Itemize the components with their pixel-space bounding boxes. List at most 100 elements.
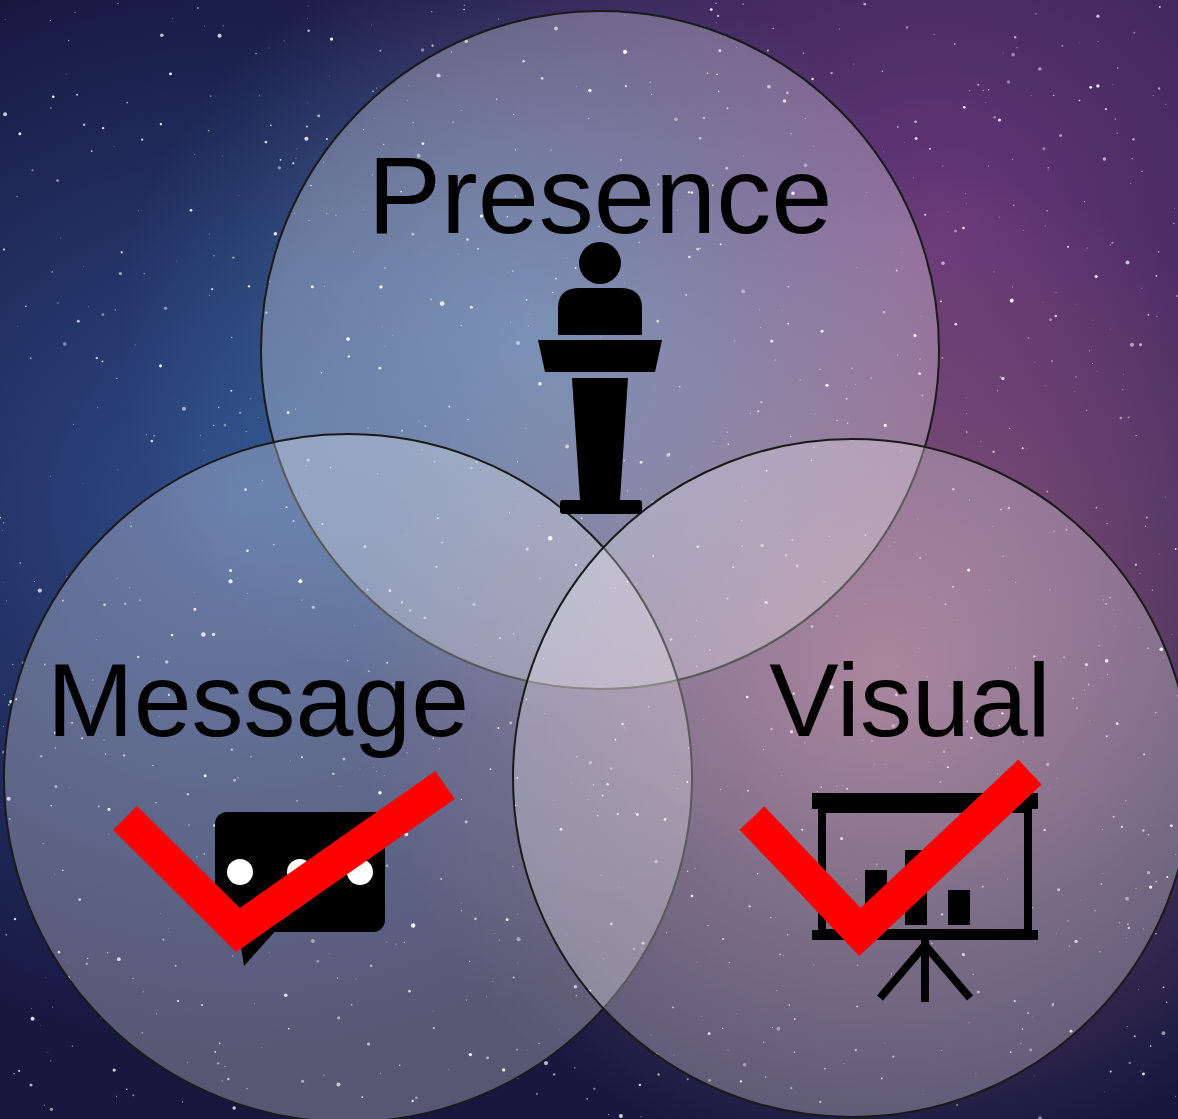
star bbox=[159, 364, 162, 367]
star bbox=[1146, 517, 1148, 519]
star bbox=[1012, 286, 1013, 287]
star bbox=[4, 694, 5, 695]
circle-shape bbox=[513, 439, 1178, 1117]
star bbox=[19, 562, 21, 564]
star bbox=[903, 142, 905, 144]
star bbox=[160, 33, 164, 37]
star bbox=[330, 37, 333, 40]
star bbox=[376, 87, 377, 88]
star bbox=[1084, 201, 1085, 202]
star bbox=[1138, 989, 1139, 990]
star bbox=[132, 1094, 134, 1096]
star bbox=[218, 407, 219, 408]
star bbox=[1044, 225, 1046, 227]
star bbox=[553, 1073, 555, 1075]
star bbox=[270, 124, 272, 126]
star bbox=[268, 47, 270, 49]
star bbox=[1115, 118, 1116, 119]
star bbox=[50, 476, 52, 478]
star bbox=[1111, 242, 1113, 244]
star bbox=[1028, 337, 1030, 339]
star bbox=[176, 260, 178, 262]
star bbox=[717, 15, 719, 17]
star bbox=[52, 271, 53, 272]
star bbox=[112, 1068, 115, 1071]
star bbox=[3, 249, 5, 251]
star bbox=[1136, 435, 1137, 436]
star bbox=[1122, 374, 1124, 376]
star bbox=[619, 1114, 623, 1118]
star bbox=[965, 397, 967, 399]
star bbox=[1174, 208, 1176, 210]
star bbox=[1076, 303, 1078, 305]
star bbox=[77, 320, 80, 323]
star bbox=[1001, 377, 1004, 380]
star bbox=[1013, 205, 1014, 206]
star bbox=[897, 126, 899, 128]
star bbox=[853, 63, 855, 65]
star bbox=[141, 139, 143, 141]
star bbox=[372, 90, 374, 92]
star bbox=[1096, 15, 1099, 18]
star bbox=[1096, 371, 1098, 373]
star bbox=[1105, 108, 1107, 110]
star bbox=[536, 1093, 538, 1095]
star bbox=[379, 85, 381, 87]
star bbox=[1042, 147, 1045, 150]
star bbox=[1134, 1035, 1136, 1037]
star bbox=[934, 34, 935, 35]
star bbox=[232, 1106, 235, 1109]
star bbox=[966, 413, 967, 414]
star bbox=[883, 151, 885, 153]
star bbox=[1007, 80, 1010, 83]
star bbox=[304, 137, 308, 141]
star bbox=[1038, 1116, 1042, 1119]
star bbox=[1047, 169, 1049, 171]
star bbox=[37, 597, 39, 599]
star bbox=[992, 451, 994, 453]
star bbox=[238, 194, 240, 196]
star bbox=[940, 300, 942, 302]
star bbox=[988, 165, 989, 166]
star bbox=[1110, 328, 1112, 330]
star bbox=[1061, 45, 1063, 47]
star bbox=[60, 237, 61, 238]
star bbox=[2, 582, 4, 584]
star bbox=[1034, 1075, 1036, 1077]
star bbox=[544, 1061, 548, 1065]
star bbox=[83, 266, 85, 268]
star bbox=[1175, 548, 1177, 550]
star bbox=[463, 9, 465, 11]
star bbox=[983, 90, 985, 92]
star bbox=[280, 159, 282, 161]
star bbox=[993, 271, 994, 272]
star bbox=[1117, 133, 1118, 134]
star bbox=[18, 1070, 20, 1072]
star bbox=[586, 1098, 588, 1100]
star bbox=[1127, 1026, 1128, 1027]
star bbox=[421, 48, 424, 51]
star bbox=[1155, 275, 1157, 277]
star bbox=[259, 95, 260, 96]
star bbox=[248, 285, 250, 287]
star bbox=[658, 1074, 660, 1076]
star bbox=[1096, 84, 1099, 87]
star bbox=[498, 18, 499, 19]
star bbox=[66, 73, 68, 75]
star bbox=[138, 210, 140, 212]
star bbox=[329, 75, 331, 77]
star bbox=[14, 918, 16, 920]
star bbox=[3, 522, 4, 523]
star bbox=[76, 94, 78, 96]
star bbox=[50, 107, 52, 109]
star bbox=[326, 138, 328, 140]
star bbox=[68, 40, 69, 41]
star bbox=[5, 934, 7, 936]
star bbox=[197, 7, 198, 8]
star bbox=[965, 193, 966, 194]
star bbox=[1074, 391, 1076, 393]
star bbox=[1174, 1095, 1176, 1097]
star bbox=[839, 28, 840, 29]
star bbox=[980, 440, 981, 441]
